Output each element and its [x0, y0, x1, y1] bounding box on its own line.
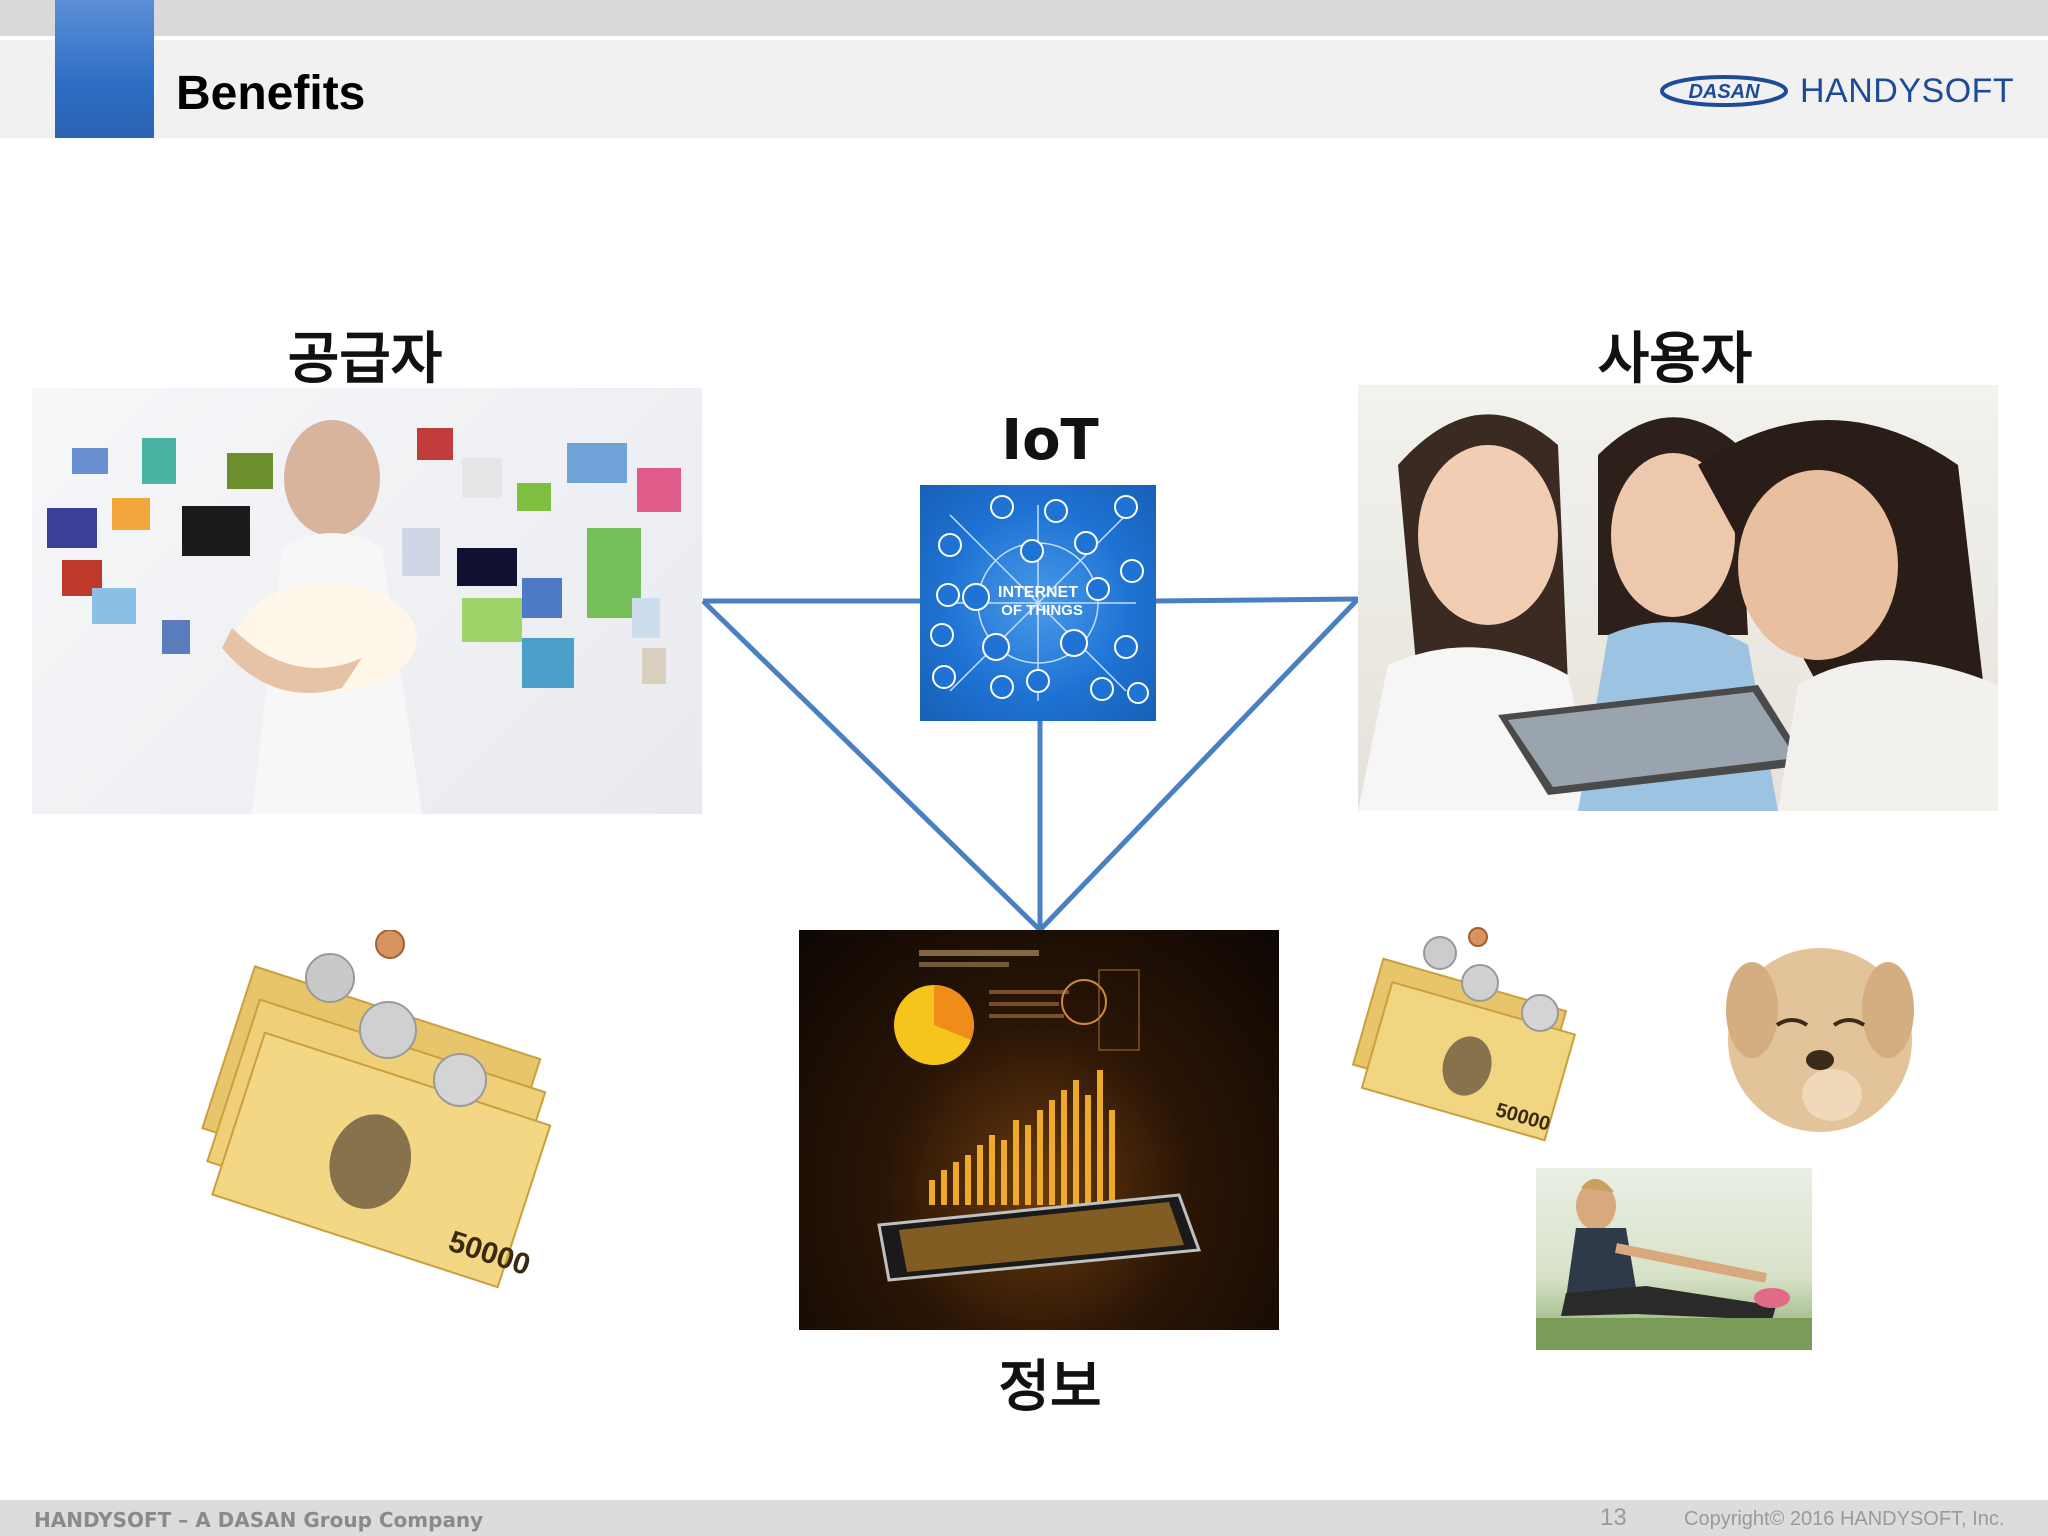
puppy-image	[1722, 930, 1918, 1134]
supplier-label: 공급자	[287, 327, 443, 392]
dasan-logo-text: DASAN	[1688, 81, 1760, 103]
user-money-image: 50000	[1330, 925, 1600, 1155]
footer-company: HANDYSOFT – A DASAN Group Company	[34, 1508, 484, 1532]
header-top-bar	[0, 0, 2048, 36]
info-image	[799, 930, 1279, 1330]
iot-label: IoT	[1001, 408, 1099, 473]
footer-copyright: Copyright© 2016 HANDYSOFT, Inc.	[1684, 1508, 2005, 1530]
users-image	[1358, 385, 1998, 811]
header-accent-block	[55, 0, 154, 138]
iot-image-text-2: OF THINGS	[1001, 602, 1083, 619]
iot-image-text-1: INTERNET	[998, 584, 1078, 601]
handysoft-logo-text: HANDYSOFT	[1800, 72, 2015, 110]
page-number: 13	[1600, 1504, 1627, 1531]
dasan-logo-icon: DASAN	[1660, 75, 1788, 107]
footer-bar: HANDYSOFT – A DASAN Group Company 13 Cop…	[0, 1500, 2048, 1536]
info-label: 정보	[998, 1355, 1102, 1420]
dasan-handysoft-logo: DASAN HANDYSOFT	[1660, 70, 2014, 114]
line-user-info	[1038, 597, 1360, 932]
supplier-money-image: 50000	[140, 930, 600, 1310]
slide-title: Benefits	[176, 67, 366, 120]
iot-image: INTERNET OF THINGS	[920, 485, 1156, 721]
user-label: 사용자	[1597, 327, 1753, 392]
header-band	[0, 40, 2048, 138]
stretching-woman-image	[1536, 1168, 1812, 1350]
supplier-image	[32, 388, 702, 814]
line-supplier-info	[701, 599, 1042, 932]
line-iot-user	[1155, 596, 1359, 604]
